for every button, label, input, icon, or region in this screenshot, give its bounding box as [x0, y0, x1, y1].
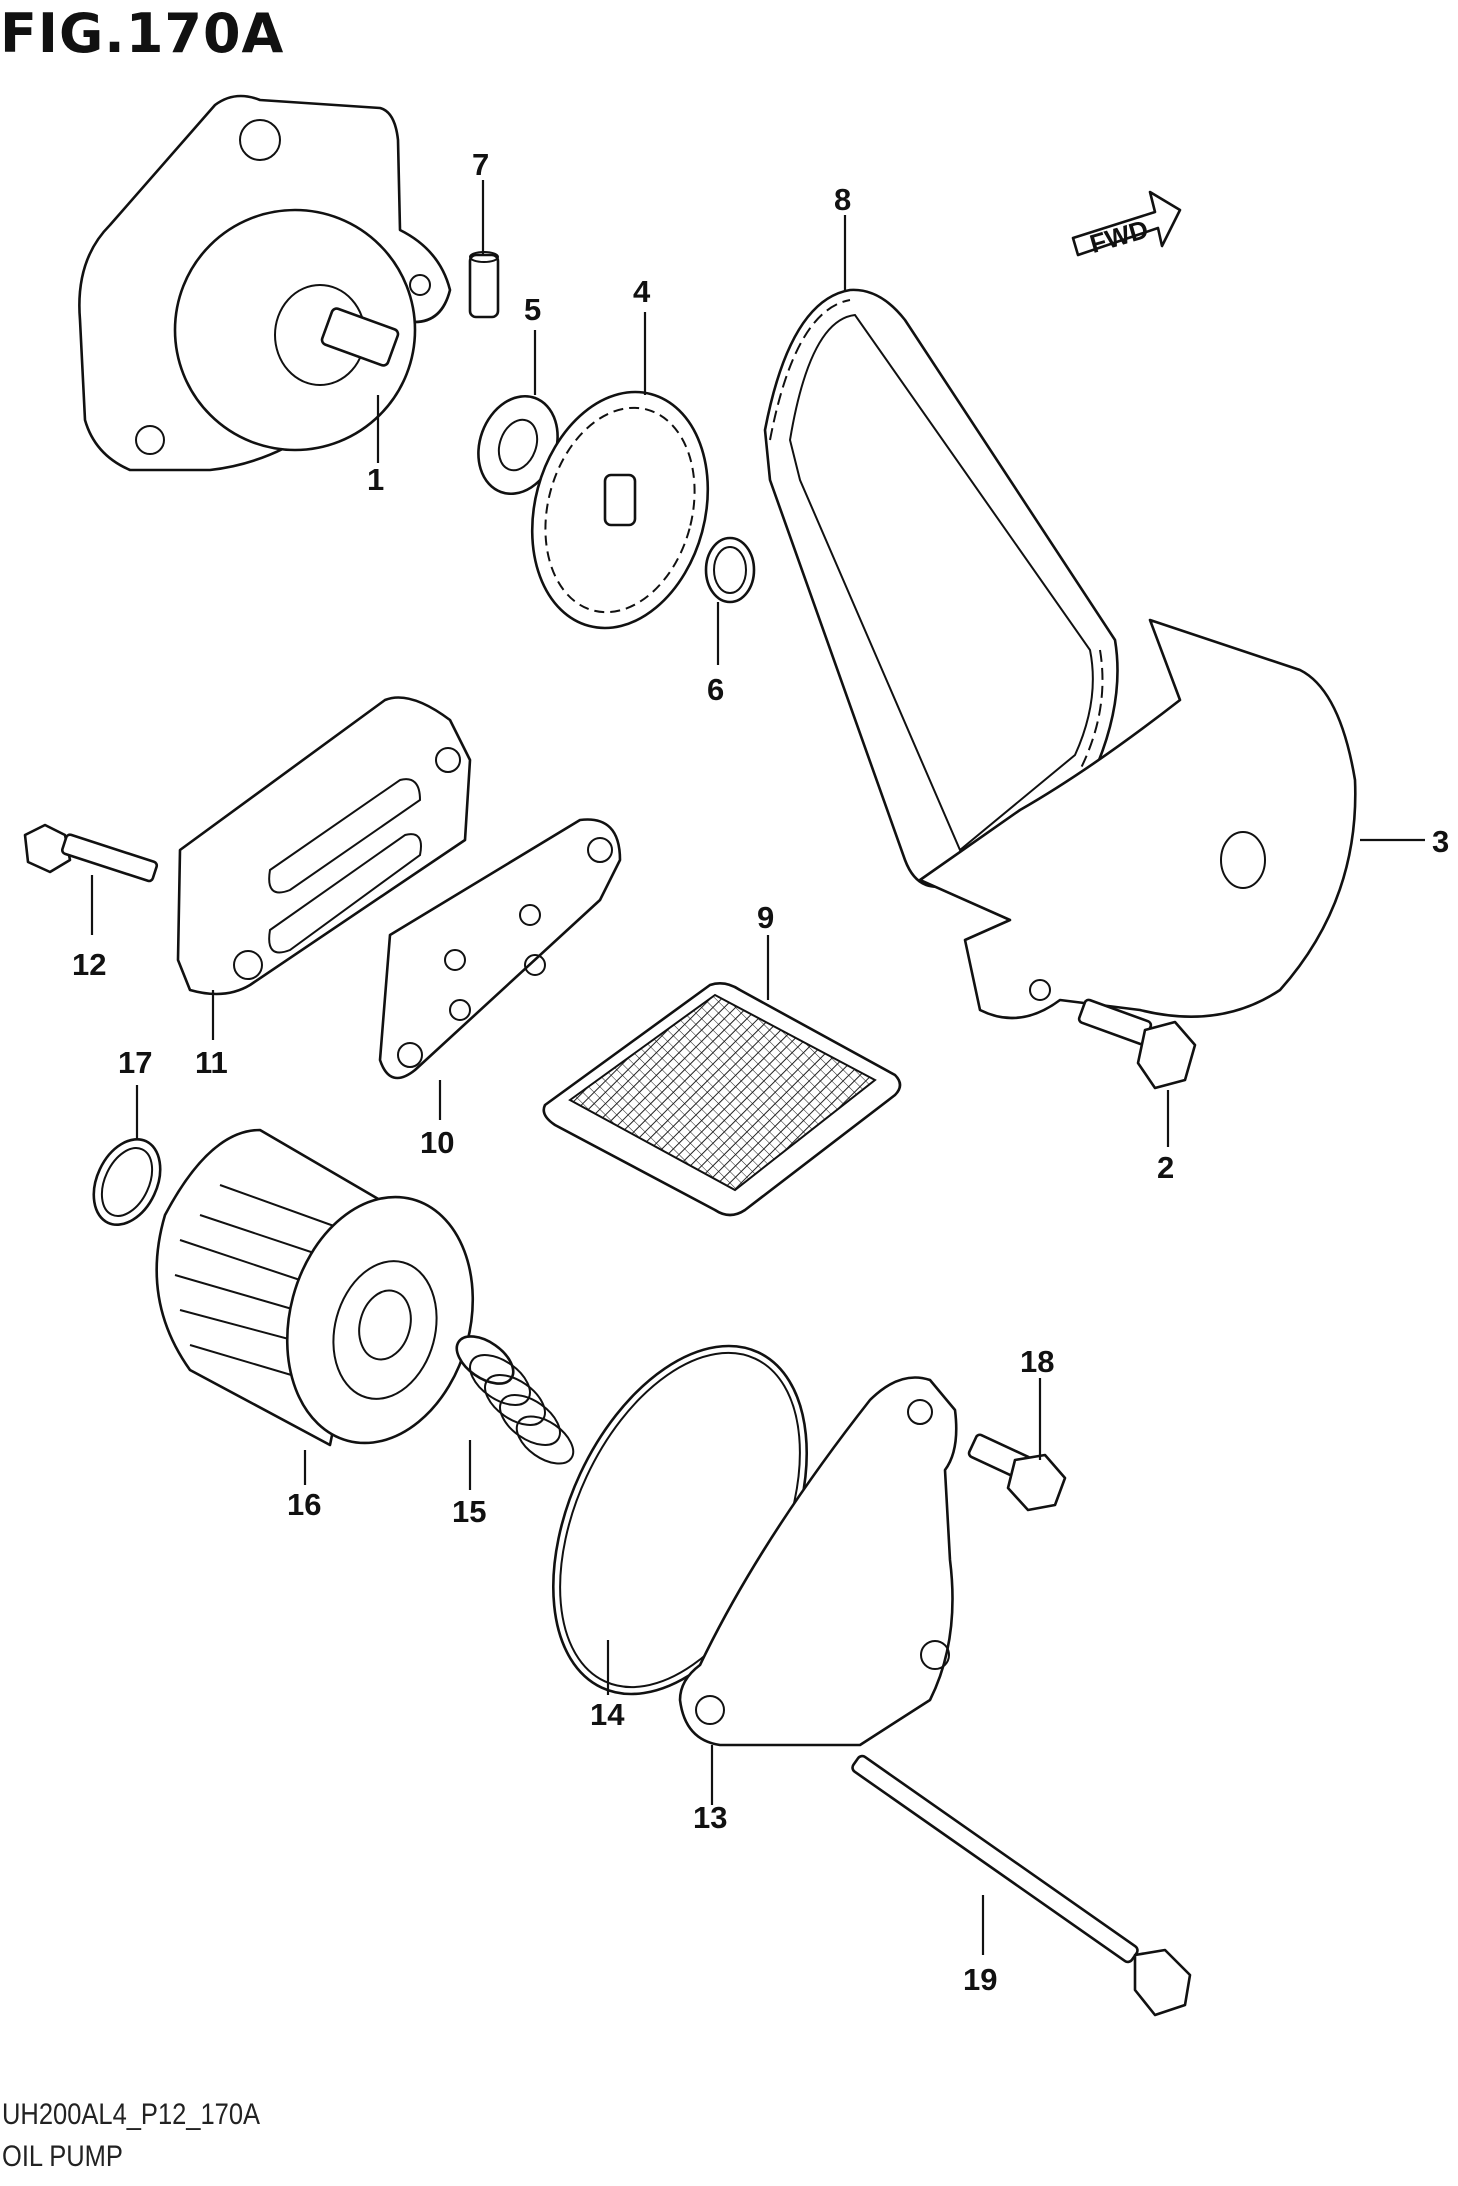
callout-15: 15 [452, 1494, 486, 1529]
part-3-cover [918, 618, 1357, 1020]
leader-lines [90, 180, 1425, 1955]
callout-16: 16 [287, 1487, 321, 1522]
callout-14: 14 [590, 1697, 625, 1732]
callout-17: 17 [118, 1045, 152, 1080]
part-18-bolt [967, 1433, 1067, 1512]
callout-3: 3 [1432, 824, 1449, 859]
part-16-oil-filter [155, 1128, 475, 1447]
part-15-spring [455, 1335, 575, 1465]
part-6-circlip [704, 536, 756, 604]
fwd-arrow: FWD [1071, 190, 1182, 259]
callout-13: 13 [693, 1800, 727, 1835]
part-11-strainer-cover [176, 696, 472, 996]
part-17-o-ring [92, 1137, 162, 1227]
callout-7: 7 [472, 147, 489, 182]
callout-6: 6 [707, 672, 724, 707]
callout-4: 4 [633, 274, 651, 309]
callout-19: 19 [963, 1962, 997, 1997]
figure-code: UH200AL4_P12_170A [2, 2098, 261, 2131]
part-5-washer [477, 394, 559, 496]
callout-11: 11 [195, 1045, 228, 1080]
callout-10: 10 [420, 1125, 454, 1160]
part-12-bolt [23, 823, 159, 883]
part-9-strainer [542, 982, 902, 1217]
part-19-long-bolt [851, 1754, 1192, 2017]
part-10-gasket [378, 818, 622, 1080]
callout-8: 8 [834, 182, 851, 217]
fwd-label: FWD [1086, 214, 1151, 259]
part-13-filter-cap [678, 1376, 958, 1747]
callout-5: 5 [524, 292, 541, 327]
part-7-pin [468, 251, 500, 319]
callout-18: 18 [1020, 1344, 1054, 1379]
part-4-sprocket [530, 390, 710, 630]
callout-12: 12 [72, 947, 106, 982]
figure-title: FIG.170A [0, 2, 285, 65]
callout-2: 2 [1157, 1150, 1174, 1185]
figure-name: OIL PUMP [2, 2140, 123, 2173]
callout-1: 1 [367, 462, 384, 497]
callout-labels: 1 2 3 4 5 6 7 8 9 10 11 12 13 14 15 16 1… [72, 147, 1449, 1997]
part-1-oil-pump [78, 94, 452, 472]
callout-9: 9 [757, 900, 774, 935]
part-2-bolt [1077, 998, 1197, 1090]
